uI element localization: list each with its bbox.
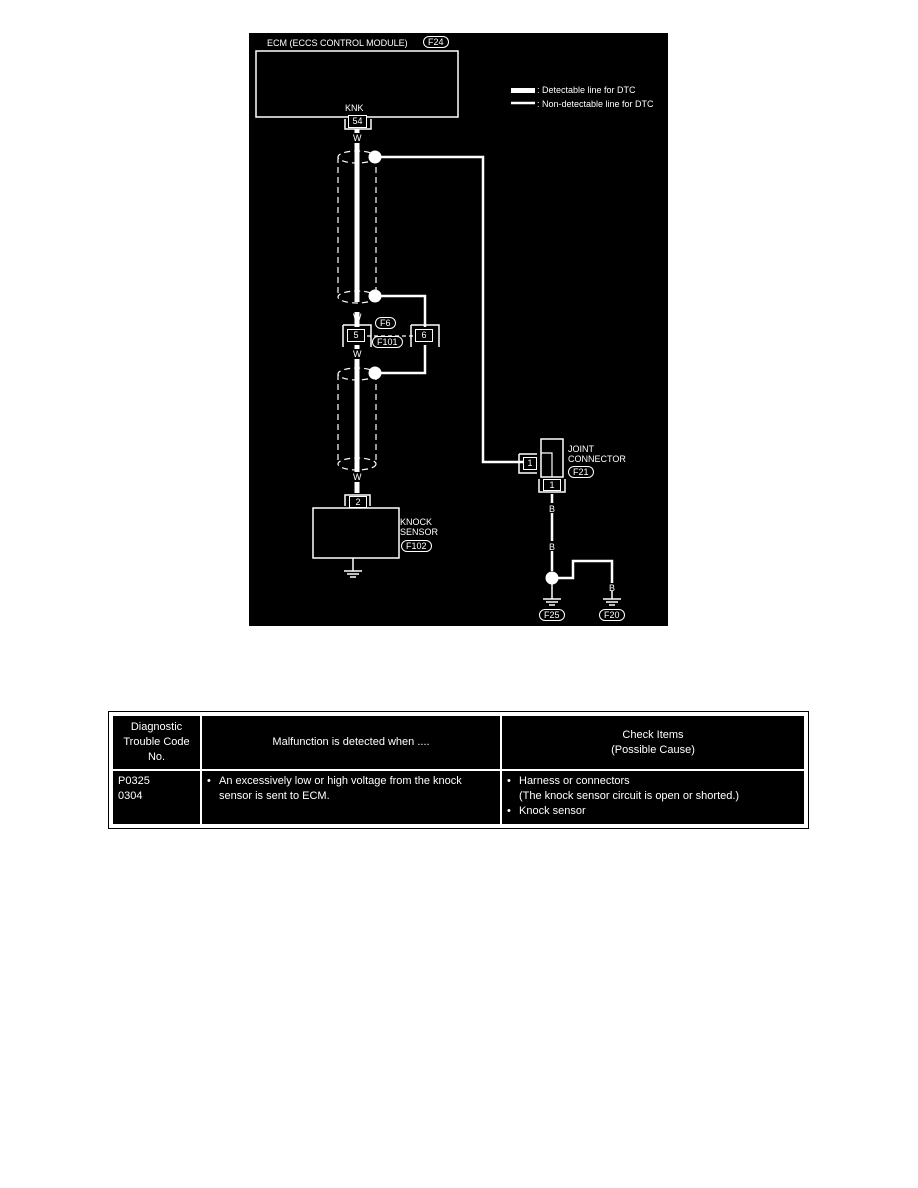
wiring-lines: [255, 50, 621, 606]
check-item-note: (The knock sensor circuit is open or sho…: [519, 790, 740, 802]
cell-malfunction: An excessively low or high voltage from …: [200, 769, 502, 826]
knock-sensor-pin: 2: [349, 496, 367, 508]
joint-connector-label-1: JOINT: [568, 444, 594, 454]
knock-sensor-id: F102: [401, 540, 432, 552]
ground-f20: F20: [599, 609, 625, 621]
joint-connector-pin-bottom: 1: [543, 479, 561, 491]
legend-non-detectable: : Non-detectable line for DTC: [537, 99, 654, 109]
knock-sensor-label-1: KNOCK: [400, 517, 433, 527]
table-row: P0325 0304 An excessively low or high vo…: [111, 769, 806, 826]
wiring-diagram: ECM (ECCS CONTROL MODULE) F24 KNK 54 : D…: [249, 33, 668, 626]
check-item: Harness or connectors: [507, 774, 799, 789]
wire-color-label: W: [353, 312, 362, 322]
header-malfunction: Malfunction is detected when ....: [200, 714, 502, 771]
wire-color-label: W: [353, 472, 362, 482]
ecm-pin: 54: [348, 115, 367, 128]
ecm-terminal-name: KNK: [345, 103, 364, 113]
joint-connector-id: F21: [568, 466, 594, 478]
cell-dtc-codes: P0325 0304: [111, 769, 202, 826]
ecm-title: ECM (ECCS CONTROL MODULE): [267, 38, 408, 48]
wire-color-label: B: [549, 504, 556, 514]
wire-color-label: W: [353, 133, 362, 143]
check-item: Knock sensor: [507, 804, 799, 819]
joint-connector-pin-side: 1: [523, 457, 537, 470]
wire-color-label: B: [609, 583, 616, 593]
legend-detectable: : Detectable line for DTC: [537, 85, 636, 95]
wire-color-label: W: [353, 349, 362, 359]
wire-color-label: B: [549, 542, 556, 552]
connector-id-f6: F6: [375, 317, 396, 329]
joint-connector-label-2: CONNECTOR: [568, 454, 626, 464]
connector-pin-6: 6: [415, 329, 433, 342]
connector-id-f101: F101: [372, 336, 403, 348]
cell-check-items: Harness or connectors (The knock sensor …: [500, 769, 806, 826]
knock-sensor-label-2: SENSOR: [400, 527, 439, 537]
header-check-items: Check Items (Possible Cause): [500, 714, 806, 771]
ecm-connector-id: F24: [423, 36, 449, 48]
header-dtc-number: Diagnostic Trouble Code No.: [111, 714, 202, 771]
table-header-row: Diagnostic Trouble Code No. Malfunction …: [111, 714, 806, 771]
connector-pin-5: 5: [347, 329, 365, 342]
ground-f25: F25: [539, 609, 565, 621]
dtc-table: Diagnostic Trouble Code No. Malfunction …: [108, 711, 809, 829]
